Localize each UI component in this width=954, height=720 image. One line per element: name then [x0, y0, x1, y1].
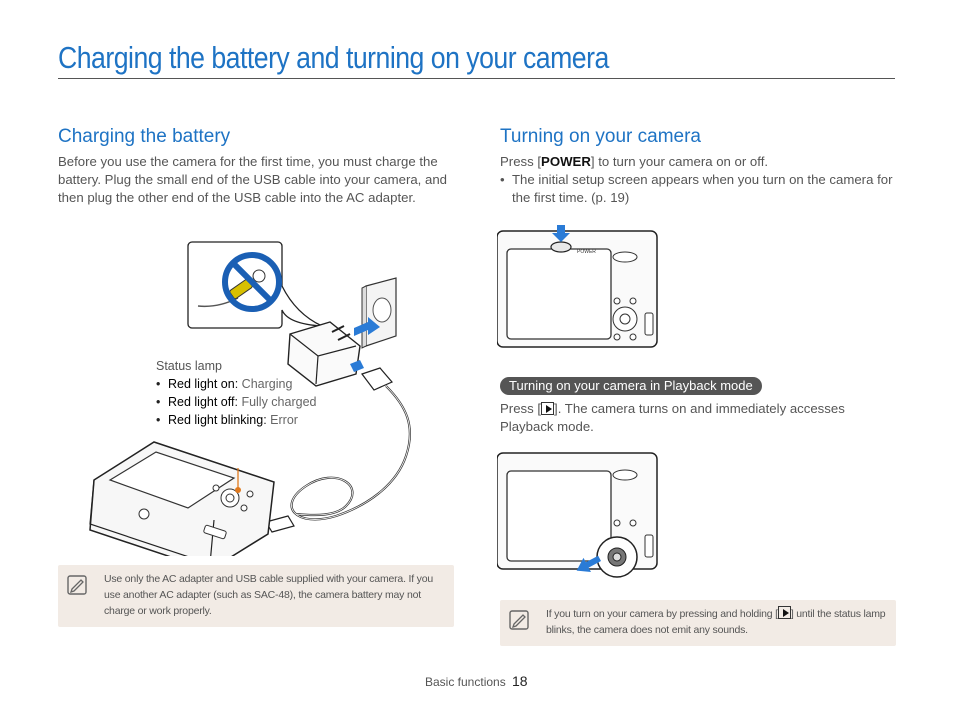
status-item-label: Red light off	[168, 395, 235, 409]
note-pencil-icon	[67, 575, 87, 595]
status-item-value: Error	[270, 413, 298, 427]
status-item: Red light off: Fully charged	[156, 393, 316, 411]
note-box-charging: Use only the AC adapter and USB cable su…	[58, 565, 454, 627]
playback-instruction-prefix: Press [	[500, 401, 542, 416]
footer-page-number: 18	[512, 673, 528, 689]
setup-note-item: The initial setup screen appears when yo…	[500, 171, 896, 207]
note-text-playback: If you turn on your camera by pressing a…	[546, 606, 890, 638]
status-item-label: Red light blinking	[168, 413, 264, 427]
play-button-icon	[541, 402, 555, 415]
power-button-icon	[550, 241, 572, 253]
status-lamp-legend: Status lamp Red light on: Charging Red l…	[156, 357, 316, 429]
section-heading-charging: Charging the battery	[58, 126, 231, 147]
note-text-playback-prefix: If you turn on your camera by pressing a…	[546, 608, 778, 620]
charging-illustration	[89, 241, 411, 556]
status-lamp-title: Status lamp	[156, 359, 223, 373]
playback-instruction: Press []. The camera turns on and immedi…	[500, 400, 896, 436]
ac-adapter	[287, 321, 361, 387]
arrow-to-playback-icon	[576, 555, 602, 572]
power-instruction: Press [POWER] to turn your camera on or …	[500, 153, 896, 171]
note-pencil-icon	[509, 610, 529, 630]
camera-power-text: POWER	[577, 249, 596, 255]
charging-instructions: Before you use the camera for the first …	[58, 154, 447, 205]
status-item: Red light blinking: Error	[156, 411, 316, 429]
note-text-charging: Use only the AC adapter and USB cable su…	[104, 573, 433, 617]
status-item-label: Red light on	[168, 377, 235, 391]
prohibition-icon	[222, 252, 282, 312]
status-item-value: Charging	[241, 377, 293, 391]
camera-body	[89, 441, 275, 556]
camera-power-illustration: POWER	[497, 225, 658, 348]
playback-instruction-suffix: ]. The camera turns on and immediately a…	[500, 401, 845, 434]
setup-note-list: The initial setup screen appears when yo…	[500, 171, 896, 207]
note-text-playback-suffix: ] until the status lamp blinks, the came…	[546, 608, 886, 636]
arrow-to-socket-icon	[354, 317, 380, 336]
usb-plug-adapter	[350, 360, 393, 391]
footer-section-label: Basic functions	[425, 675, 506, 689]
note-box-playback: If you turn on your camera by pressing a…	[500, 600, 896, 646]
page-title: Charging the battery and turning on your…	[58, 40, 609, 75]
status-item-value: Fully charged	[241, 395, 317, 409]
status-lamp-dot	[235, 487, 241, 493]
section-heading-turning-on: Turning on your camera	[500, 126, 702, 147]
power-key-label: POWER	[541, 154, 591, 169]
wall-socket	[361, 277, 397, 349]
playback-button-callout	[596, 536, 638, 578]
status-item: Red light on: Charging	[156, 375, 316, 393]
arrow-down-icon	[552, 225, 570, 242]
playback-mode-pill: Turning on your camera in Playback mode	[500, 377, 762, 395]
play-button-icon	[777, 606, 791, 619]
title-rule	[58, 78, 895, 79]
power-instruction-prefix: Press [	[500, 154, 542, 169]
camera-playback-illustration	[497, 452, 658, 578]
power-instruction-suffix: ] to turn your camera on or off.	[590, 154, 769, 169]
